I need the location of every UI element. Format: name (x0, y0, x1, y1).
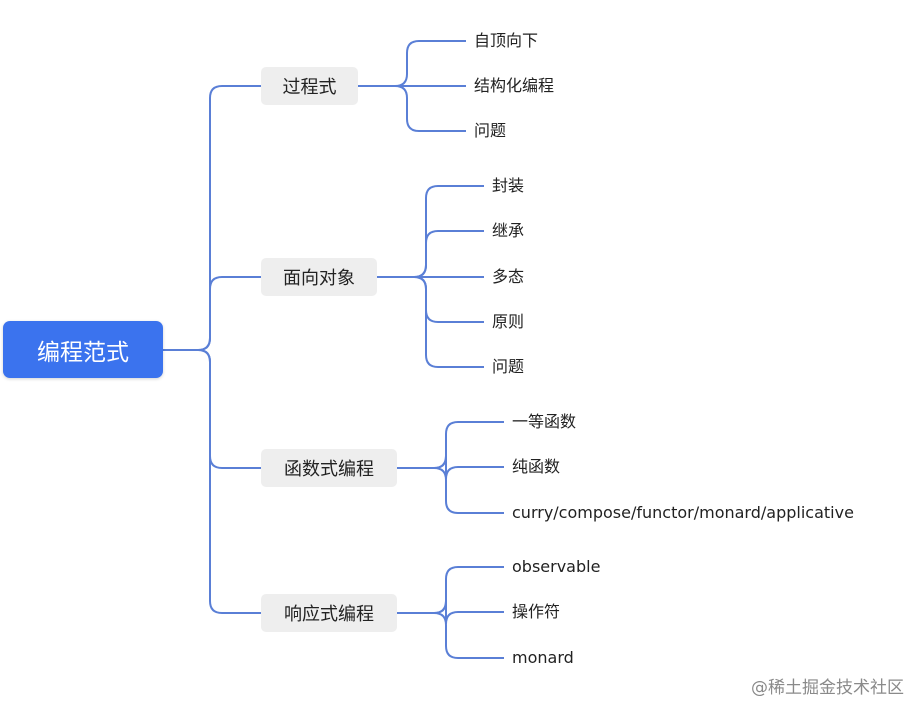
branch-to-leaf-line (377, 230, 484, 278)
leaf-operators[interactable]: 操作符 (512, 602, 561, 621)
root-to-branch-line (163, 276, 261, 351)
branch-to-leaf-line (397, 467, 504, 514)
root-node[interactable]: 编程范式 (3, 321, 163, 378)
leaf-fp-concepts[interactable]: curry/compose/functor/monard/applicative (512, 503, 854, 522)
root-to-branch-line (163, 85, 261, 351)
branch-to-leaf-line (397, 612, 504, 659)
branch-procedural[interactable]: 过程式 (261, 67, 358, 105)
branch-object-oriented[interactable]: 面向对象 (261, 258, 377, 296)
branch-to-leaf-line (377, 276, 484, 323)
root-to-branch-line (163, 349, 261, 614)
branch-functional[interactable]: 函数式编程 (261, 449, 397, 487)
leaf-top-down[interactable]: 自顶向下 (474, 31, 539, 50)
branch-to-leaf-line (397, 600, 504, 625)
branch-to-leaf-line (358, 85, 466, 132)
leaf-pure-functions[interactable]: 纯函数 (512, 457, 561, 476)
branch-reactive[interactable]: 响应式编程 (261, 594, 397, 632)
leaf-procedural-problems[interactable]: 问题 (474, 121, 507, 140)
leaf-polymorphism[interactable]: 多态 (492, 267, 525, 286)
leaf-encapsulation[interactable]: 封装 (492, 176, 525, 195)
branch-to-leaf-line (397, 566, 504, 614)
branch-to-leaf-line (397, 421, 504, 469)
branch-to-leaf-line (377, 276, 484, 368)
watermark: @稀土掘金技术社区 (751, 678, 904, 698)
root-to-branch-line (163, 349, 261, 469)
leaf-first-class-functions[interactable]: 一等函数 (512, 412, 577, 431)
leaf-principles[interactable]: 原则 (492, 312, 525, 331)
branch-to-leaf-line (358, 40, 466, 87)
branch-to-leaf-line (397, 455, 504, 480)
leaf-monard[interactable]: monard (512, 648, 574, 667)
leaf-structured-programming[interactable]: 结构化编程 (474, 76, 555, 95)
leaf-oo-problems[interactable]: 问题 (492, 357, 525, 376)
leaf-inheritance[interactable]: 继承 (492, 221, 525, 240)
leaf-observable[interactable]: observable (512, 557, 601, 576)
